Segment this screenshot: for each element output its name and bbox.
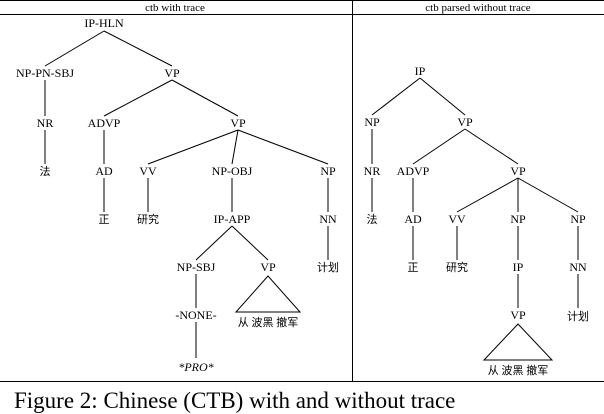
left-advp-label: ADVP xyxy=(88,116,121,130)
left-vp-label: VP xyxy=(164,66,180,80)
left-nn-word: 计划 xyxy=(317,261,339,274)
left-ip-app-label: IP-APP xyxy=(214,212,251,226)
left-nr-label: NR xyxy=(37,116,54,130)
right-subject-word: 法 xyxy=(367,212,378,226)
right-vv-label: VV xyxy=(448,212,466,226)
right-nr-label: NR xyxy=(364,164,381,178)
left-root-label: IP-HLN xyxy=(84,16,124,30)
right-ip-label: IP xyxy=(513,260,524,274)
right-deep-vp-label: VP xyxy=(510,308,526,322)
right-ad-word: 正 xyxy=(408,262,419,274)
right-vv-word: 研究 xyxy=(446,260,468,274)
right-nn-word: 计划 xyxy=(567,310,589,323)
left-nn-label: NN xyxy=(319,212,337,226)
right-vp-label: VP xyxy=(457,115,473,129)
left-subject-np-label: NP-PN-SBJ xyxy=(16,66,74,80)
left-inner-vp-label: VP xyxy=(230,116,246,130)
left-ad-label: AD xyxy=(95,164,113,178)
right-inner-vp-label: VP xyxy=(510,164,526,178)
right-ad-label: AD xyxy=(404,212,422,226)
right-advp-label: ADVP xyxy=(397,164,430,178)
right-subject-np-label: NP xyxy=(364,115,380,129)
right-nn-label: NN xyxy=(569,260,587,274)
right-root-label: IP xyxy=(415,64,426,78)
left-ad-word: 正 xyxy=(99,214,110,226)
left-none-label: -NONE- xyxy=(175,308,216,322)
left-np-sbj-label: NP-SBJ xyxy=(177,260,216,274)
left-subject-word: 法 xyxy=(40,164,51,178)
right-np-mid-label: NP xyxy=(510,212,526,226)
left-app-vp-words: 从 波黑 撤军 xyxy=(238,315,299,329)
left-vv-word: 研究 xyxy=(137,212,159,226)
left-vv-label: VV xyxy=(139,164,157,178)
figure-caption: Figure 2: Chinese (CTB) with and without… xyxy=(14,388,456,413)
right-deep-vp-words: 从 波黑 撤军 xyxy=(488,363,549,377)
right-tree-edges xyxy=(371,77,579,361)
left-np-label: NP xyxy=(320,164,336,178)
left-tree-edges xyxy=(44,30,329,358)
left-app-vp-label: VP xyxy=(260,260,276,274)
left-panel-title: ctb with trace xyxy=(145,2,205,14)
parse-trees-figure: ctb with trace ctb parsed without trace … xyxy=(0,0,604,382)
right-panel-title: ctb parsed without trace xyxy=(425,2,530,14)
right-np-right-label: NP xyxy=(570,212,586,226)
figure-frame: ctb with trace ctb parsed without trace … xyxy=(0,0,604,382)
left-np-obj-label: NP-OBJ xyxy=(212,164,253,178)
left-pro-trace: *PRO* xyxy=(178,360,213,374)
